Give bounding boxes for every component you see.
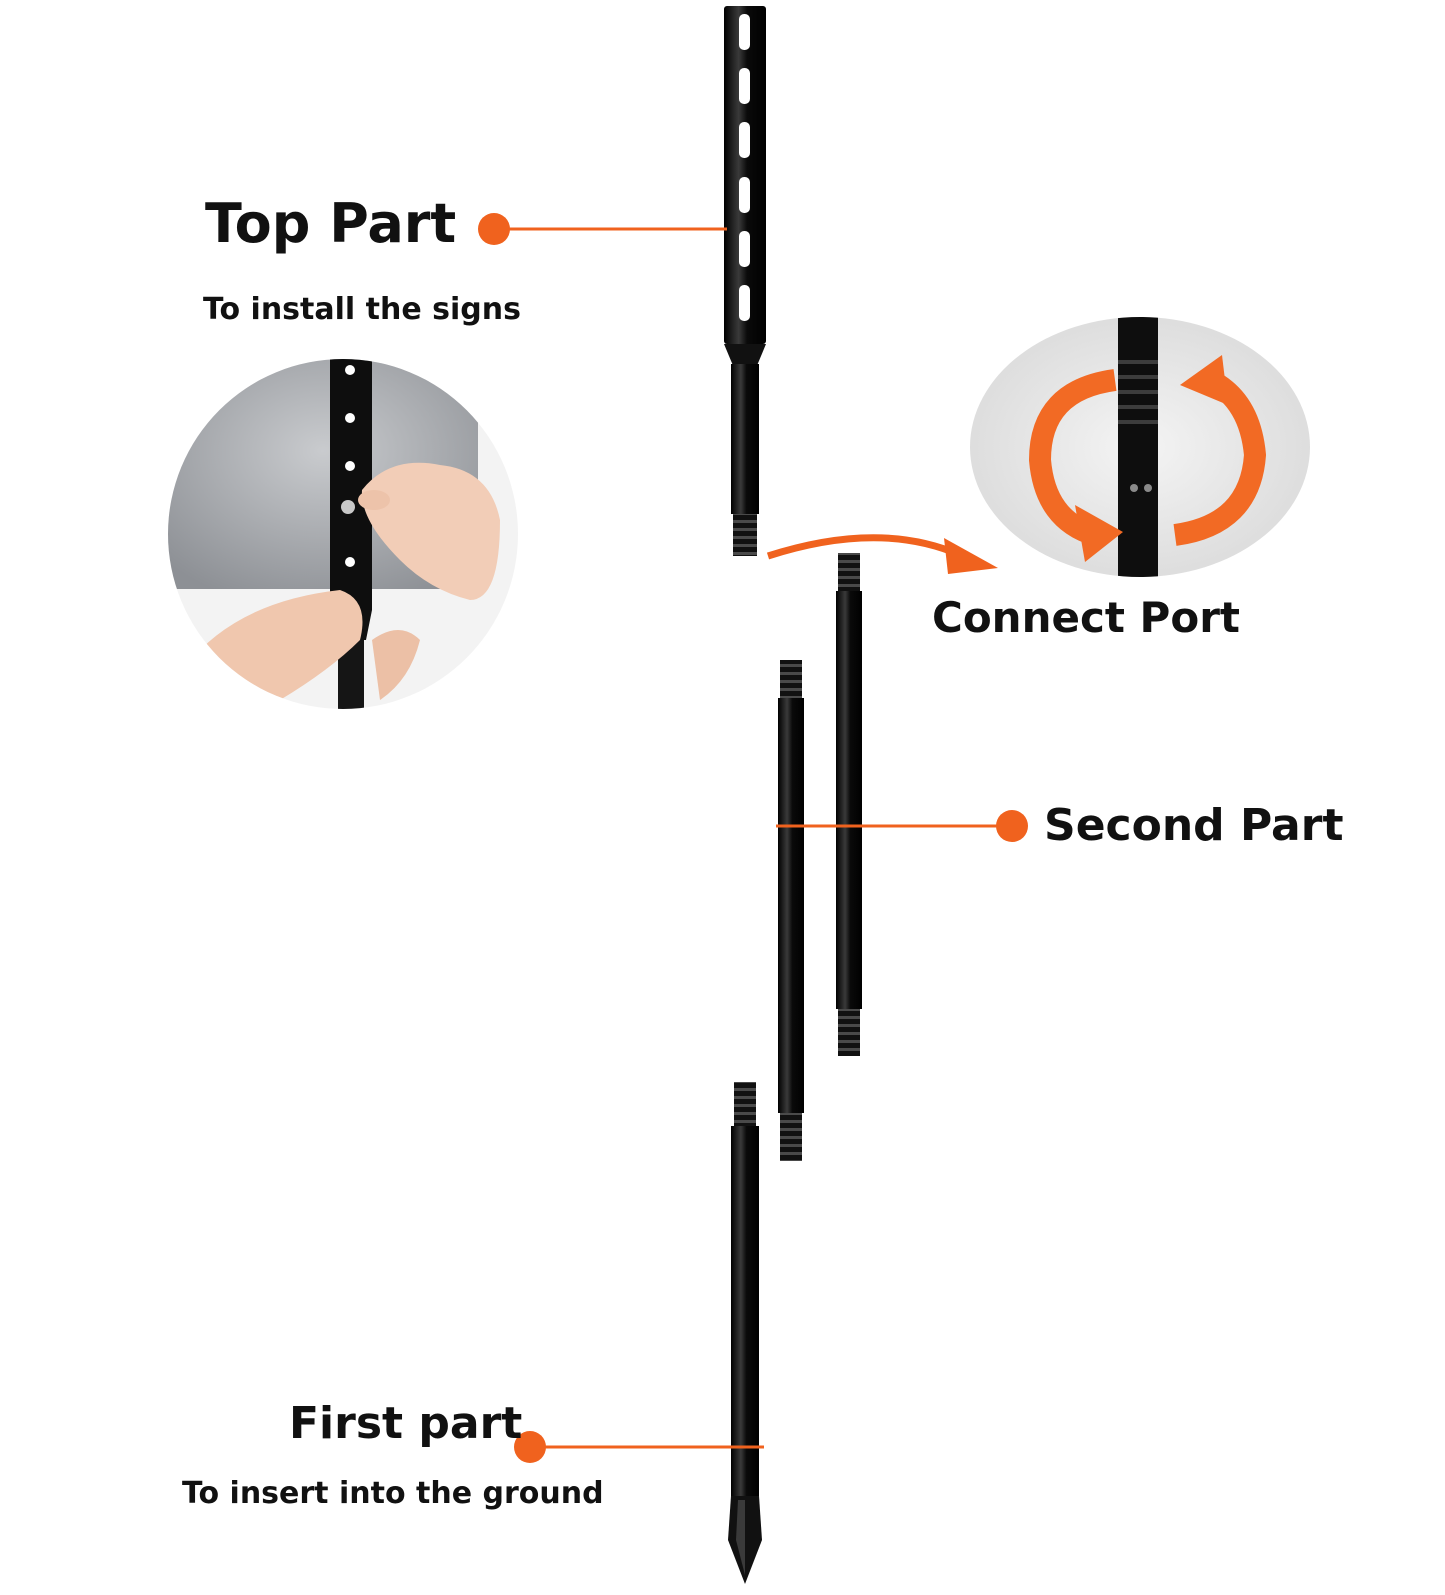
second-part-rod-b	[778, 660, 804, 1161]
first-part-label: First part	[289, 1398, 523, 1449]
second-part-callout	[776, 810, 1028, 842]
connect-port-label: Connect Port	[932, 593, 1240, 642]
callout-dot	[514, 1431, 546, 1463]
first-part-caption: To insert into the ground	[182, 1476, 604, 1511]
connect-arrow	[766, 534, 998, 574]
first-part-callout	[514, 1431, 764, 1463]
top-part-rod	[724, 6, 766, 556]
sign-mount-slots	[739, 14, 750, 321]
second-part-label: Second Part	[1044, 800, 1344, 851]
top-part-caption: To install the signs	[203, 292, 521, 327]
second-part-rod-a	[836, 553, 862, 1056]
callout-dot	[996, 810, 1028, 842]
top-part-label: Top Part	[205, 192, 457, 255]
connect-port-detail	[970, 317, 1310, 577]
callout-dot	[478, 213, 510, 245]
first-part-rod	[728, 1082, 762, 1584]
circular-arrows-icon	[1028, 355, 1267, 562]
top-part-callout	[478, 213, 727, 245]
install-photo	[168, 359, 518, 709]
